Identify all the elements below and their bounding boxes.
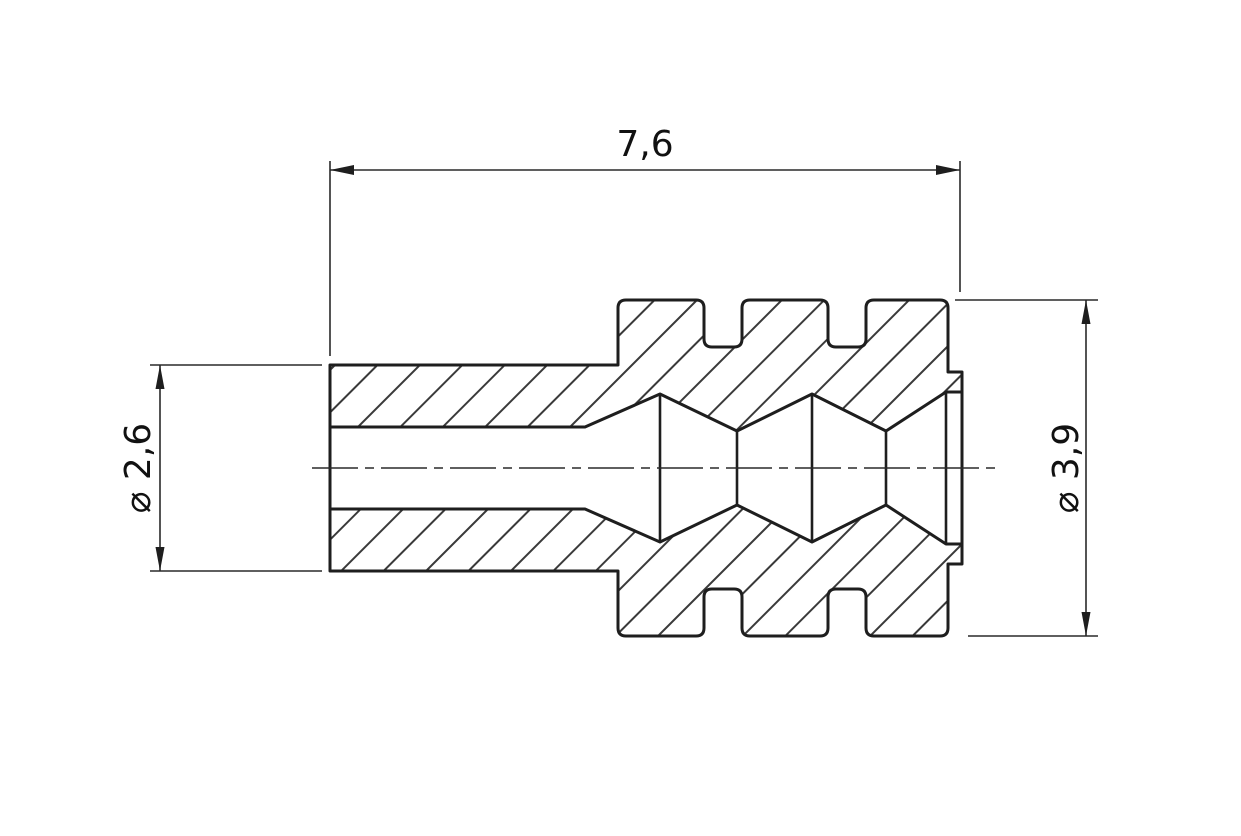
arrowhead-right [936,165,960,175]
small-diameter-label: ⌀ 2,6 [118,423,159,513]
dimension-length: 7,6 [329,124,961,356]
dimension-large-diameter: ⌀ 3,9 [955,299,1098,637]
large-diameter-label: ⌀ 3,9 [1046,423,1087,513]
length-dimension-label: 7,6 [616,124,673,165]
arrowhead-top [1081,300,1091,324]
arrowhead-top [155,365,165,389]
arrowhead-left [330,165,354,175]
dimension-small-diameter: ⌀ 2,6 [118,364,322,572]
part-material-outline [328,298,964,638]
arrowhead-bottom [1081,612,1091,636]
arrowhead-bottom [155,547,165,571]
part-section [328,298,964,638]
